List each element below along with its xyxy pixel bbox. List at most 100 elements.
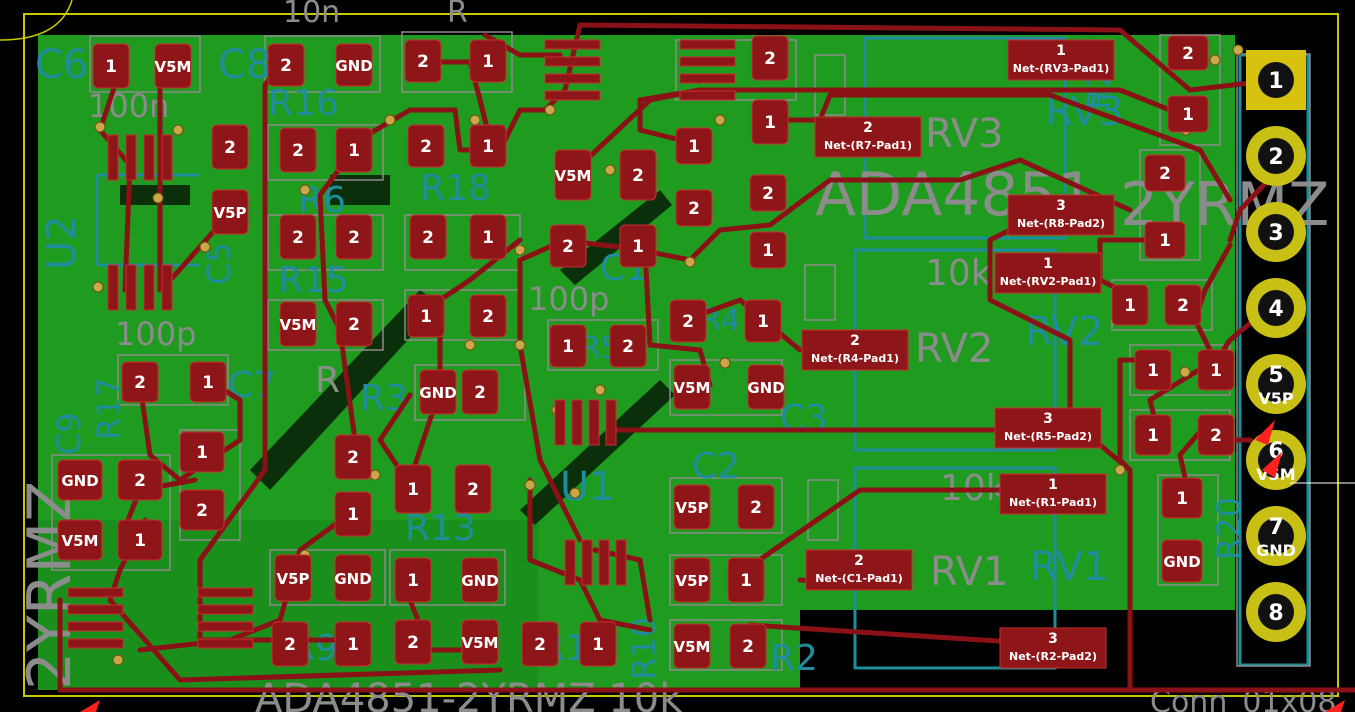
pad-shape — [419, 369, 457, 415]
pad-label: 1 — [196, 443, 208, 463]
pad-label: 1 — [347, 635, 359, 655]
pad-number: 3 — [1048, 631, 1058, 647]
pad-number: 2 — [854, 553, 864, 569]
smd-pad-35: 2 — [461, 369, 499, 415]
pad-label: V5M — [674, 638, 711, 656]
pad-rv1-3: 3 Net-(R2-Pad2) — [999, 627, 1107, 669]
pad-shape — [579, 621, 617, 667]
pad-shape — [673, 364, 711, 410]
pad-shape — [1144, 221, 1186, 259]
pad-label: 1 — [1159, 231, 1171, 251]
pin-number: 5 — [1268, 363, 1283, 388]
smd-pad-14: V5M — [554, 149, 592, 201]
pad-label: 1 — [348, 141, 360, 161]
pad-label: 1 — [1147, 426, 1159, 446]
net-label-c1: Net-(C1-Pad1) — [815, 572, 903, 585]
pad-shape — [673, 623, 711, 669]
smd-pad-66: 2 — [1167, 35, 1209, 71]
pad-shape — [407, 294, 445, 338]
pad-label: V5P — [675, 499, 708, 517]
pad-label: 1 — [420, 307, 432, 327]
pad-label: 2 — [764, 49, 776, 69]
pad-shape — [1167, 35, 1209, 71]
pad-label: 1 — [347, 505, 359, 525]
pad-shape — [619, 149, 657, 201]
pad-label: 2 — [1210, 426, 1222, 446]
smd-pad-21: 2 — [335, 214, 373, 260]
pad-shape — [549, 224, 587, 268]
smd-pad-29: 2 — [469, 294, 507, 338]
smd-pad-38: V5M — [673, 364, 711, 410]
pad-shape — [1161, 539, 1203, 583]
smd-pad-27: 2 — [335, 301, 373, 347]
smd-pad-5: 1 — [469, 39, 507, 83]
silk-r-label: R — [315, 360, 340, 401]
pad-number: 1 — [1048, 477, 1058, 493]
pad-label: GND — [61, 472, 98, 490]
pad-shape — [279, 301, 317, 347]
board-edge-outline — [23, 13, 1339, 697]
smd-pad-16: 1 — [675, 127, 713, 165]
pad-label: 2 — [688, 199, 700, 219]
pin-drill-hole — [1258, 518, 1294, 554]
fab-u1: U1 — [560, 464, 615, 510]
pad-rv3-2: 2 Net-(R7-Pad1) — [814, 116, 922, 158]
pad-shape — [554, 149, 592, 201]
pad-shape — [57, 459, 103, 501]
smd-pad-49: 1 — [117, 519, 163, 561]
fab-c8: C8 — [218, 42, 271, 88]
pad-label: V5P — [213, 204, 246, 222]
pad-label: 1 — [407, 571, 419, 591]
pad-shape — [1197, 349, 1235, 391]
fab-c2: C2 — [692, 446, 740, 487]
smd-pad-48: 2 — [117, 459, 163, 501]
pin-drill-hole — [1258, 290, 1294, 326]
pad-label: 2 — [348, 315, 360, 335]
pad-shape — [1134, 414, 1172, 456]
pad-shape — [521, 621, 559, 667]
smd-pad-3: GND — [335, 43, 373, 87]
pad-label: 2 — [407, 633, 419, 653]
pad-shape — [407, 124, 445, 168]
pad-label: 2 — [1177, 296, 1189, 316]
pad-label: 2 — [682, 312, 694, 332]
pad-label: 2 — [1159, 164, 1171, 184]
pad-shape — [461, 557, 499, 603]
smd-pad-67: 1 — [1167, 95, 1209, 133]
silk-rv1: RV1 — [930, 549, 1008, 595]
pad-shape — [335, 301, 373, 347]
pad-label: 1 — [105, 57, 117, 77]
pad-label: 2 — [224, 138, 236, 158]
pad-shape — [454, 464, 492, 514]
smd-pad-7: 1 — [751, 99, 789, 145]
smd-pad-60: 2 — [394, 619, 432, 665]
pad-shape — [461, 369, 499, 415]
potentiometer-pads: 1 Net-(RV3-Pad1) 2 Net-(R7-Pad1) 3 Net-(… — [801, 39, 1115, 669]
smd-pad-13: 1 — [469, 124, 507, 168]
pad-label: GND — [419, 384, 456, 402]
pad-shape — [549, 324, 587, 368]
smd-pad-59: 1 — [334, 621, 372, 667]
pin-number: 7 — [1268, 515, 1283, 540]
pad-shape — [154, 43, 192, 89]
connector-pin-2: 2 — [1246, 126, 1306, 186]
smd-pad-19: 1 — [749, 231, 787, 269]
pad-label: 2 — [420, 137, 432, 157]
pad-shape — [211, 124, 249, 170]
pad-label: 2 — [347, 448, 359, 468]
pad-shape — [751, 99, 789, 145]
pad-shape — [744, 299, 782, 343]
smd-pad-73: 1 — [1197, 349, 1235, 391]
pad-label: 2 — [762, 184, 774, 204]
pad-label: 2 — [474, 383, 486, 403]
smd-pad-45: 2 — [454, 464, 492, 514]
net-label-r1: Net-(R1-Pad1) — [1009, 496, 1097, 509]
pad-shape — [1167, 95, 1209, 133]
pad-label: 2 — [292, 228, 304, 248]
pad-shape — [334, 491, 372, 537]
pin-drill-hole — [1258, 138, 1294, 174]
pad-shape — [1134, 349, 1172, 391]
pad-label: GND — [334, 570, 371, 588]
